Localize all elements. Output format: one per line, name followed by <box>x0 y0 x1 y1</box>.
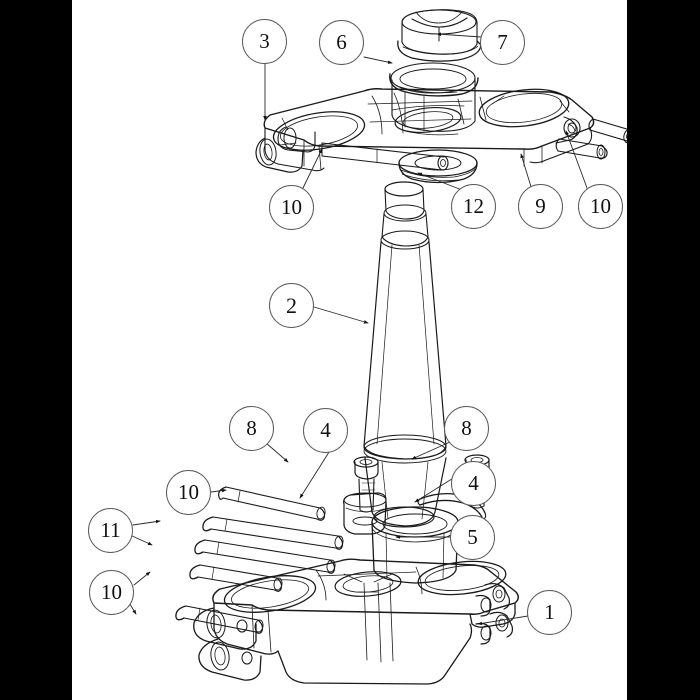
part-lower-triple-clamp <box>193 558 519 685</box>
leader-10b <box>565 130 588 189</box>
callout-2[interactable]: 2 <box>269 283 314 328</box>
part-steering-stem-shaft <box>363 181 447 528</box>
part-stem-top-cap <box>397 9 482 62</box>
callout-8-left[interactable]: 8 <box>229 406 274 451</box>
callout-10-upper-left[interactable]: 10 <box>269 185 314 230</box>
part-handlebar-clamp-bolt <box>555 138 608 160</box>
leader-11a <box>132 519 161 526</box>
callout-4-right[interactable]: 4 <box>451 461 496 506</box>
callout-5[interactable]: 5 <box>450 515 495 560</box>
leader-8b <box>411 441 451 460</box>
leader-4a <box>299 448 332 499</box>
part-dust-seal-washer <box>398 149 478 184</box>
part-long-clamp-bolt-a <box>202 516 344 550</box>
exploded-view-artwork <box>127 9 627 685</box>
part-bearing-race-left <box>343 492 387 535</box>
leader-4b <box>414 476 456 503</box>
callout-9[interactable]: 9 <box>518 184 563 229</box>
leader-11b <box>129 534 153 546</box>
part-steering-stem-nut-bushing <box>389 62 479 132</box>
leader-10c <box>210 488 227 493</box>
callout-10-lower[interactable]: 10 <box>89 570 134 615</box>
part-pinch-bolt-upper-right <box>588 118 627 144</box>
leader-1 <box>477 615 529 626</box>
leader-12 <box>417 172 463 191</box>
callout-12[interactable]: 12 <box>451 184 496 229</box>
callout-8-right[interactable]: 8 <box>444 406 489 451</box>
leader-9 <box>520 153 533 191</box>
part-pinch-bolt-lower-a <box>189 564 283 592</box>
part-pinch-bolt-mid <box>218 486 326 521</box>
leader-6 <box>363 56 393 64</box>
callout-4-left[interactable]: 4 <box>303 408 348 453</box>
callout-1[interactable]: 1 <box>527 590 572 635</box>
callout-7[interactable]: 7 <box>480 20 525 65</box>
leader-10d1 <box>133 571 151 586</box>
leader-lines <box>127 32 588 626</box>
leader-8a <box>265 442 289 463</box>
callout-3[interactable]: 3 <box>242 19 287 64</box>
callout-6[interactable]: 6 <box>319 20 364 65</box>
leader-2 <box>313 306 369 324</box>
leader-7 <box>436 32 482 38</box>
callout-10-upper-right[interactable]: 10 <box>578 184 623 229</box>
leader-10a <box>302 148 323 189</box>
part-upper-triple-clamp <box>255 88 595 173</box>
callout-11[interactable]: 11 <box>88 508 133 553</box>
drawing-canvas: 3 6 7 10 12 9 10 2 8 4 8 4 10 5 11 10 1 <box>72 0 627 700</box>
callout-10-mid[interactable]: 10 <box>166 470 211 515</box>
part-pinch-bolt-lower-b <box>175 605 264 634</box>
